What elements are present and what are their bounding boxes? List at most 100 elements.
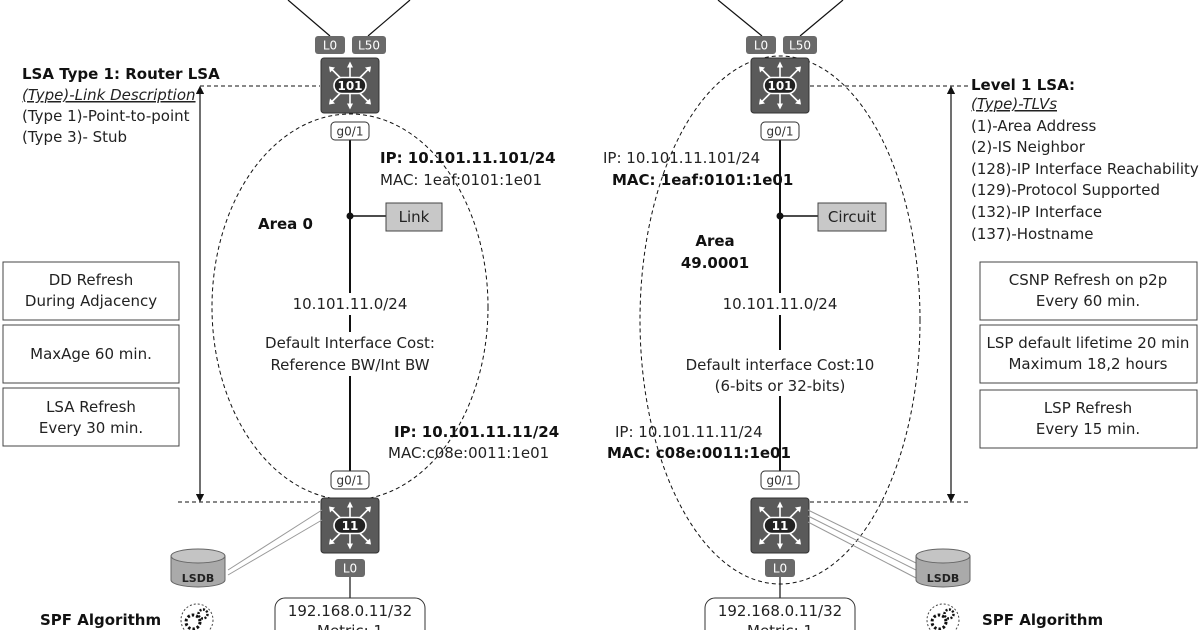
svg-text:MaxAge 60 min.: MaxAge 60 min. xyxy=(30,345,152,363)
svg-text:Every 30 min.: Every 30 min. xyxy=(39,419,143,437)
svg-text:L0: L0 xyxy=(754,39,768,53)
svg-text:Maximum 18,2 hours: Maximum 18,2 hours xyxy=(1008,355,1167,373)
tlv-item: (1)-Area Address xyxy=(971,117,1097,135)
svg-text:Link: Link xyxy=(399,208,430,226)
loopback-tag-l0: L0 xyxy=(746,36,776,54)
svg-text:LSDB: LSDB xyxy=(927,572,959,585)
cost-line-2: Reference BW/Int BW xyxy=(270,356,429,374)
ip-top: IP: 10.101.11.101/24 xyxy=(380,149,556,167)
tlv-item: (128)-IP Interface Reachability xyxy=(971,160,1199,178)
loopback-tag-l50: L50 xyxy=(352,36,386,54)
svg-text:CSNP Refresh on p2p: CSNP Refresh on p2p xyxy=(1009,271,1167,289)
info-box-lsp-refresh: LSP Refresh Every 15 min. xyxy=(979,389,1198,449)
svg-text:Every 60 min.: Every 60 min. xyxy=(1036,292,1140,310)
uplink-line xyxy=(799,0,844,37)
lsa-subtitle: (Type)-Link Description xyxy=(22,86,196,104)
info-box-csnp-refresh: CSNP Refresh on p2p Every 60 min. xyxy=(979,261,1198,321)
mac-bottom: MAC:c08e:0011:1e01 xyxy=(388,444,549,462)
cost-line-1: Default Interface Cost: xyxy=(265,334,435,352)
svg-text:g0/1: g0/1 xyxy=(767,125,794,139)
tlv-item: (137)-Hostname xyxy=(971,225,1093,243)
label-mask xyxy=(682,350,878,396)
lsdb-icon: LSDB xyxy=(170,548,226,588)
mac-top: MAC: 1eaf:0101:1e01 xyxy=(380,171,542,189)
svg-text:101: 101 xyxy=(767,79,792,93)
lsdb-connector xyxy=(807,521,917,579)
svg-text:L0: L0 xyxy=(773,562,787,576)
svg-text:During Adjacency: During Adjacency xyxy=(25,292,157,310)
lsdb-connector xyxy=(807,515,917,571)
lsa-title: LSA Type 1: Router LSA xyxy=(22,65,220,83)
lsa-item: (Type 1)-Point-to-point xyxy=(22,107,190,125)
loopback-tag-l0: L0 xyxy=(315,36,345,54)
svg-text:L0: L0 xyxy=(323,39,337,53)
interface-g0-1-bottom: g0/1 xyxy=(760,470,800,490)
svg-text:192.168.0.11/32: 192.168.0.11/32 xyxy=(288,602,412,620)
info-box-lsa-refresh: LSA Refresh Every 30 min. xyxy=(2,387,180,447)
svg-text:L0: L0 xyxy=(343,562,357,576)
svg-text:g0/1: g0/1 xyxy=(337,125,364,139)
ip-bottom: IP: 10.101.11.11/24 xyxy=(394,423,559,441)
svg-text:L50: L50 xyxy=(789,39,811,53)
cost-line-2: (6-bits or 32-bits) xyxy=(715,377,846,395)
lsa-title: Level 1 LSA: xyxy=(971,76,1075,94)
subnet-label: 10.101.11.0/24 xyxy=(293,295,408,313)
lsa-subtitle: (Type)-TLVs xyxy=(971,95,1057,113)
lsa-item: (Type 3)- Stub xyxy=(22,128,127,146)
svg-text:Metric: 1: Metric: 1 xyxy=(747,622,813,630)
area-label: Area xyxy=(695,232,734,250)
svg-text:L50: L50 xyxy=(358,39,380,53)
svg-text:LSP default lifetime 20 min: LSP default lifetime 20 min xyxy=(987,334,1190,352)
svg-text:101: 101 xyxy=(337,79,362,93)
mac-bottom: MAC: c08e:0011:1e01 xyxy=(607,444,791,462)
interface-g0-1-top: g0/1 xyxy=(330,121,370,141)
isis-panel: L0 L50 101 g0/1 Level 1 LSA: (Type)-TLVs… xyxy=(603,0,1199,630)
interface-g0-1-bottom: g0/1 xyxy=(330,470,370,490)
svg-text:DD Refresh: DD Refresh xyxy=(49,271,134,289)
circuit-label-box: Circuit xyxy=(817,202,887,232)
mac-top: MAC: 1eaf:0101:1e01 xyxy=(612,171,793,189)
svg-text:LSA Refresh: LSA Refresh xyxy=(46,398,136,416)
svg-text:192.168.0.11/32: 192.168.0.11/32 xyxy=(718,602,842,620)
svg-text:g0/1: g0/1 xyxy=(337,474,364,488)
lsdb-connector xyxy=(807,509,917,564)
lsdb-icon: LSDB xyxy=(915,548,971,588)
svg-text:Metric: 1: Metric: 1 xyxy=(317,622,383,630)
route-box: 192.168.0.11/32 Metric: 1 xyxy=(274,597,426,630)
uplink-line xyxy=(717,0,763,37)
loopback-tag-l50: L50 xyxy=(783,36,817,54)
link-label-box: Link xyxy=(385,202,443,232)
ospf-panel: L0 L50 101 g0/1 LSA Type 1: Router LSA xyxy=(2,0,559,630)
info-box-lsp-lifetime: LSP default lifetime 20 min Maximum 18,2… xyxy=(979,324,1198,384)
ip-top: IP: 10.101.11.101/24 xyxy=(603,149,760,167)
router-101: 101 xyxy=(320,57,380,114)
lsdb-connector xyxy=(227,519,323,576)
lsdb-connector xyxy=(227,509,323,571)
info-box-maxage: MaxAge 60 min. xyxy=(2,324,180,384)
router-11: 11 xyxy=(750,497,810,554)
svg-text:g0/1: g0/1 xyxy=(767,474,794,488)
router-11: 11 xyxy=(320,497,380,554)
tlv-item: (129)-Protocol Supported xyxy=(971,181,1160,199)
info-box-dd-refresh: DD Refresh During Adjacency xyxy=(2,261,180,321)
loopback-tag-bottom: L0 xyxy=(335,559,365,577)
svg-text:Every 15 min.: Every 15 min. xyxy=(1036,420,1140,438)
link-node-dot xyxy=(346,212,354,220)
uplink-line xyxy=(367,0,411,37)
circuit-node-dot xyxy=(776,212,784,220)
router-101: 101 xyxy=(750,57,810,114)
interface-g0-1-top: g0/1 xyxy=(760,121,800,141)
ip-bottom: IP: 10.101.11.11/24 xyxy=(615,423,763,441)
tlv-item: (132)-IP Interface xyxy=(971,203,1102,221)
area-label: Area 0 xyxy=(258,215,313,233)
gear-icon xyxy=(926,603,960,630)
svg-text:11: 11 xyxy=(772,519,789,533)
label-mask xyxy=(290,293,410,315)
uplink-line xyxy=(287,0,331,37)
cost-line-1: Default interface Cost:10 xyxy=(686,356,875,374)
subnet-label: 10.101.11.0/24 xyxy=(723,295,838,313)
tlv-item: (2)-IS Neighbor xyxy=(971,138,1086,156)
area-id: 49.0001 xyxy=(681,254,749,272)
gear-icon xyxy=(180,603,214,630)
